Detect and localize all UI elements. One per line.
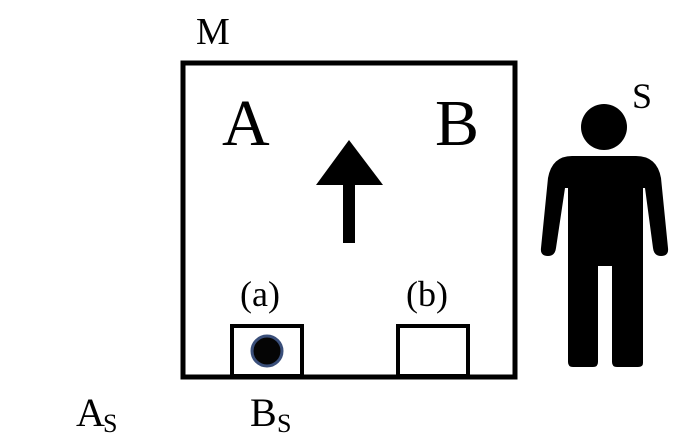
slot-b-label: (b): [406, 274, 448, 314]
label-bs-sub: S: [277, 409, 291, 438]
label-m: M: [196, 11, 230, 53]
label-as-sub: S: [103, 409, 117, 438]
label-b: B: [435, 87, 479, 160]
label-as-main: A: [76, 390, 105, 435]
up-arrow-icon: [316, 140, 383, 243]
person-icon: [540, 104, 669, 367]
slot-b: [396, 324, 470, 378]
ball-icon: [250, 334, 284, 368]
label-bs-main: B: [250, 390, 277, 435]
room-box: [180, 60, 518, 380]
label-as: A S: [76, 390, 117, 438]
slot-a-label: (a): [240, 274, 280, 314]
label-bs: B S: [250, 390, 291, 438]
slot-a: [230, 324, 304, 378]
label-s: S: [632, 76, 652, 116]
label-a: A: [222, 87, 270, 160]
